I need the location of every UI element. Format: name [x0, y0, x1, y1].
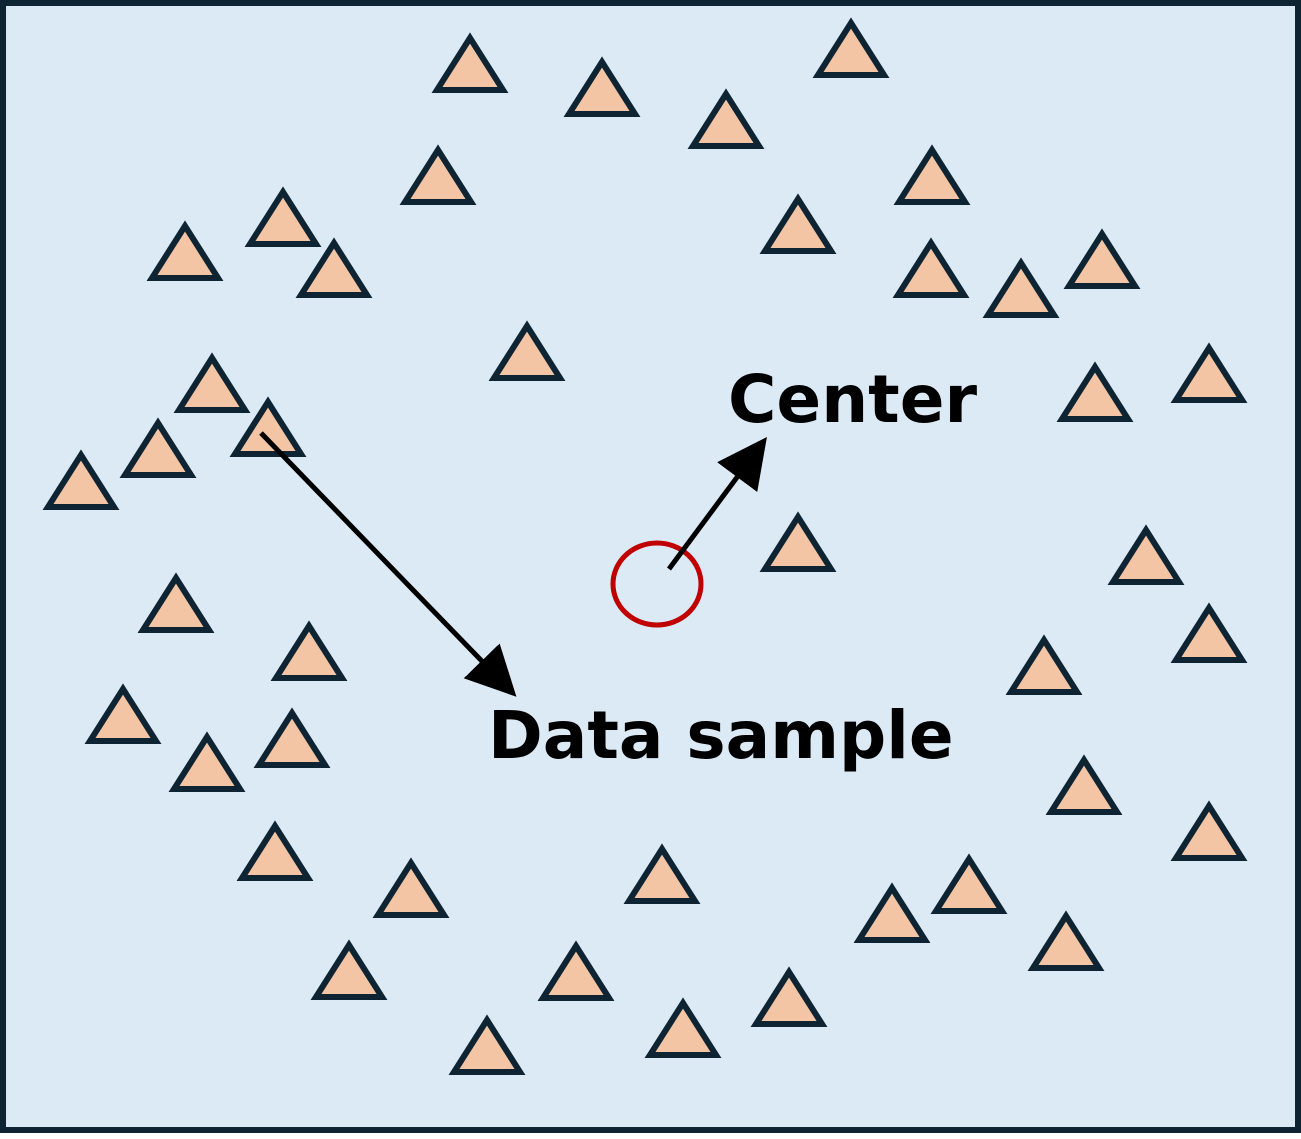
- triangle-marker: [1056, 361, 1134, 422]
- triangle-marker: [488, 320, 566, 381]
- triangle-marker: [623, 843, 701, 904]
- data-points: [42, 17, 1248, 1075]
- sample-arrow: [259, 431, 517, 697]
- triangle-marker: [146, 220, 224, 281]
- triangle-marker: [119, 417, 197, 478]
- triangle-marker: [270, 620, 348, 681]
- center-marker: [610, 540, 704, 628]
- triangle-marker: [448, 1014, 526, 1075]
- triangle-marker: [310, 939, 388, 1000]
- triangle-marker: [982, 257, 1060, 318]
- triangle-marker: [563, 56, 641, 117]
- triangle-marker: [244, 186, 322, 247]
- triangle-marker: [295, 237, 373, 298]
- triangle-marker: [1170, 800, 1248, 861]
- triangle-marker: [431, 32, 509, 93]
- triangle-marker: [1027, 910, 1105, 971]
- triangle-marker: [1170, 602, 1248, 663]
- triangle-marker: [759, 511, 837, 572]
- triangle-marker: [253, 707, 331, 768]
- triangle-marker: [759, 193, 837, 254]
- triangle-marker: [42, 449, 120, 510]
- triangle-marker: [1170, 342, 1248, 403]
- triangle-marker: [84, 683, 162, 744]
- triangle-marker: [750, 966, 828, 1027]
- triangle-marker: [229, 396, 307, 457]
- triangle-marker: [399, 144, 477, 205]
- data-sample-label: Data sample: [488, 697, 954, 774]
- triangle-marker: [687, 88, 765, 149]
- triangle-marker: [1045, 754, 1123, 815]
- triangle-marker: [168, 731, 246, 792]
- center-label: Center: [728, 361, 977, 438]
- triangle-marker: [1063, 228, 1141, 289]
- triangle-marker: [137, 572, 215, 633]
- triangle-marker: [930, 853, 1008, 914]
- triangle-marker: [372, 857, 450, 918]
- diagram-svg: Center Data sample: [42, 17, 1248, 1075]
- triangle-marker: [644, 997, 722, 1058]
- triangle-marker: [1107, 524, 1185, 585]
- triangle-marker: [537, 940, 615, 1001]
- triangle-marker: [812, 17, 890, 78]
- triangle-marker: [893, 144, 971, 205]
- triangle-marker: [173, 352, 251, 413]
- triangle-marker: [236, 820, 314, 881]
- triangle-marker: [853, 882, 931, 943]
- triangle-marker: [892, 237, 970, 298]
- triangle-marker: [1005, 634, 1083, 695]
- center-arrow: [666, 436, 767, 571]
